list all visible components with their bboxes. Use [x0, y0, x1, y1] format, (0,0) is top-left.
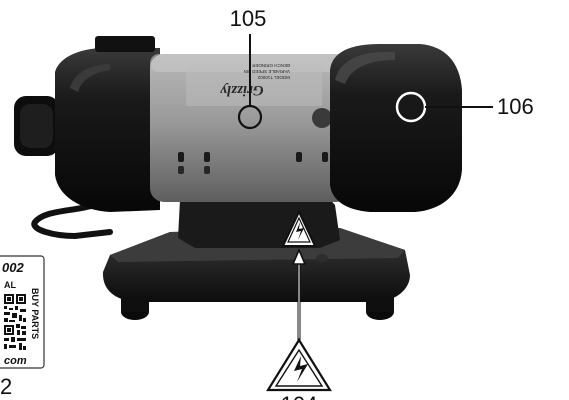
model-fragment: 002 — [2, 260, 24, 275]
nameplate-line-2: VARIABLE SPEED 8IN — [244, 69, 290, 74]
page-number-fragment: 2 — [0, 374, 12, 399]
buy-parts-label: BUY PARTS — [30, 288, 40, 339]
callout-106-label: 106 — [497, 94, 534, 119]
url-fragment: com — [4, 355, 27, 367]
left-switch-housing — [14, 36, 160, 212]
callout-105-label: 105 — [230, 6, 267, 31]
brand-logo-text: Grizzly — [220, 82, 264, 98]
right-wheel-guard — [330, 44, 462, 212]
callout-104-label: 104 — [281, 392, 318, 400]
nameplate-line-1: MODEL T10002 — [257, 75, 290, 80]
nameplate: Grizzly MODEL T10002 VARIABLE SPEED 8IN … — [186, 62, 322, 106]
manual-fragment: AL — [4, 280, 16, 290]
callout-106: 106 — [395, 91, 534, 123]
electrical-hazard-icon — [266, 337, 332, 392]
callout-104: 104 — [266, 247, 332, 400]
callout-105: 105 — [230, 6, 267, 130]
qr-code-icon — [2, 292, 28, 356]
qr-side-panel: 002 AL — [0, 255, 45, 369]
electrical-hazard-icon — [281, 209, 317, 247]
nameplate-line-3: BENCH GRINDER — [251, 63, 290, 68]
power-cord — [31, 202, 113, 240]
